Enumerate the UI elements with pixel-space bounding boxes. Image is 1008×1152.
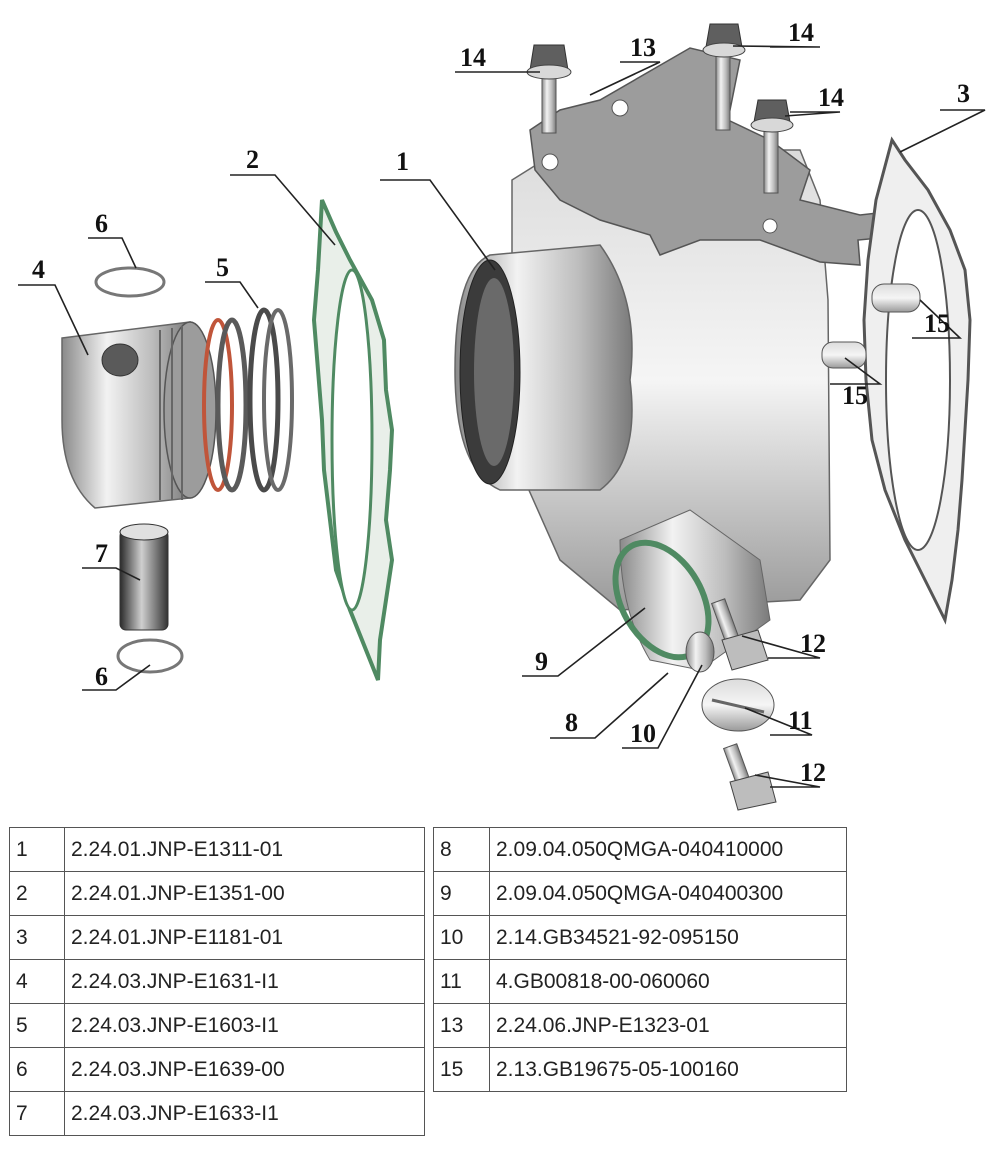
- callout-5: 5: [216, 253, 229, 282]
- callout-3: 3: [957, 79, 970, 108]
- part-number: 5: [9, 1003, 65, 1048]
- part-code: 2.24.03.JNP-E1603-I1: [64, 1003, 425, 1048]
- dowel-pin-lower: [821, 341, 867, 369]
- callout-6-top: 6: [95, 209, 108, 238]
- circlip-top: [94, 266, 166, 298]
- callout-9: 9: [535, 647, 548, 676]
- callout-8: 8: [565, 708, 578, 737]
- part-code: 2.24.03.JNP-E1639-00: [64, 1047, 425, 1092]
- part-code: 2.24.01.JNP-E1311-01: [64, 827, 425, 872]
- callout-14-left: 14: [460, 43, 486, 72]
- part-code: 2.24.01.JNP-E1351-00: [64, 871, 425, 916]
- banjo-bolt-lower: [722, 743, 777, 811]
- bolt-14-left: [526, 44, 572, 134]
- slotted-screw: [701, 678, 775, 732]
- part-number: 3: [9, 915, 65, 960]
- part-number: 7: [9, 1091, 65, 1136]
- part-number: 2: [9, 871, 65, 916]
- part-number: 4: [9, 959, 65, 1004]
- piston: [61, 321, 217, 509]
- callout-15-lower: 15: [842, 381, 868, 410]
- callout-6-bottom: 6: [95, 662, 108, 691]
- bolt-14-right: [750, 99, 794, 194]
- callout-2: 2: [246, 145, 259, 174]
- callout-13: 13: [630, 33, 656, 62]
- part-number: 1: [9, 827, 65, 872]
- part-number: 10: [433, 915, 490, 960]
- part-number: 6: [9, 1047, 65, 1092]
- part-code: 2.24.06.JNP-E1323-01: [489, 1003, 847, 1048]
- cylinder-base-gasket: [311, 199, 395, 681]
- part-code: 4.GB00818-00-060060: [489, 959, 847, 1004]
- part-number: 13: [433, 1003, 490, 1048]
- callout-4: 4: [32, 255, 45, 284]
- callout-15-upper: 15: [924, 309, 950, 338]
- exploded-parts-diagram: 1 2 3 4 5 6 6 7 8 9 10 11 12 12 13 14 14…: [18, 18, 986, 811]
- callout-12-upper: 12: [800, 629, 826, 658]
- piston-pin: [119, 523, 169, 631]
- callout-14-middle: 14: [788, 18, 814, 47]
- part-code: 2.14.GB34521-92-095150: [489, 915, 847, 960]
- bolt-14-middle: [702, 23, 746, 131]
- part-code: 2.24.03.JNP-E1631-I1: [64, 959, 425, 1004]
- callout-14-right: 14: [818, 83, 844, 112]
- o-ring-washer: [685, 631, 715, 673]
- part-code: 2.09.04.050QMGA-040400300: [489, 871, 847, 916]
- part-code: 2.24.01.JNP-E1181-01: [64, 915, 425, 960]
- callout-10: 10: [630, 719, 656, 748]
- part-code: 2.09.04.050QMGA-040410000: [489, 827, 847, 872]
- part-code: 2.13.GB19675-05-100160: [489, 1047, 847, 1092]
- dowel-pin-upper: [871, 283, 921, 313]
- callout-labels: 1 2 3 4 5 6 6 7 8 9 10 11 12 12 13 14 14…: [32, 18, 970, 787]
- circlip-bottom: [116, 638, 184, 674]
- callout-11: 11: [788, 706, 813, 735]
- piston-rings: [202, 307, 294, 493]
- cylinder-head-gasket: [862, 136, 972, 625]
- callout-1: 1: [396, 147, 409, 176]
- part-code: 2.24.03.JNP-E1633-I1: [64, 1091, 425, 1136]
- part-number: 8: [433, 827, 490, 872]
- part-number: 9: [433, 871, 490, 916]
- cylinder-block: [454, 149, 831, 671]
- callout-12-lower: 12: [800, 758, 826, 787]
- callout-7: 7: [95, 539, 108, 568]
- part-number: 11: [433, 959, 490, 1004]
- part-number: 15: [433, 1047, 490, 1092]
- leader-lines: [18, 45, 986, 788]
